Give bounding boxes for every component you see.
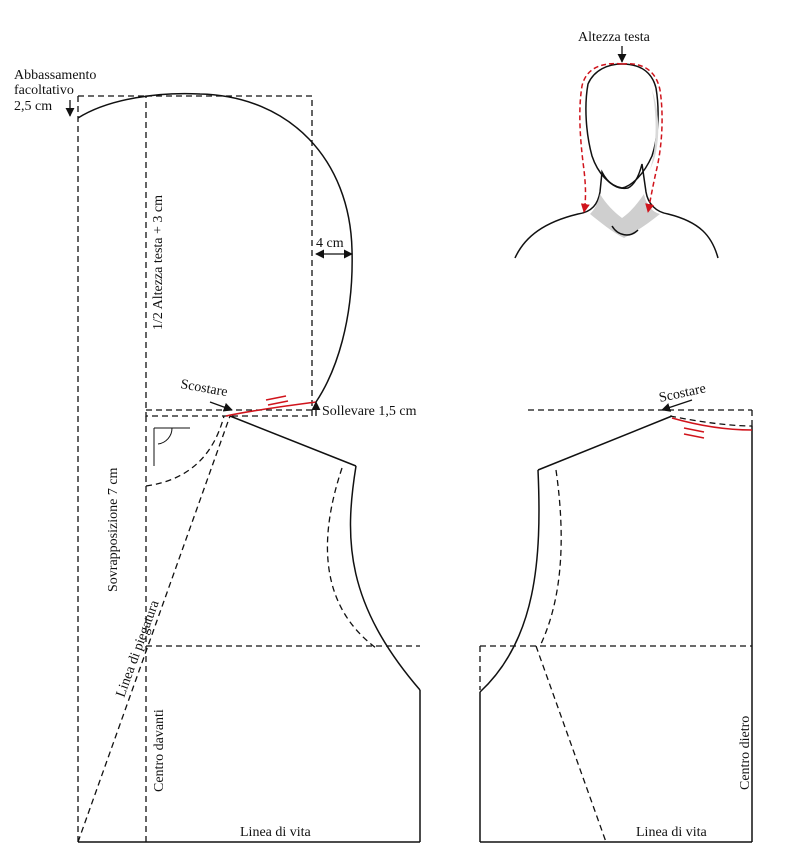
linea-piegatura-label: Linea di piegatura (114, 598, 163, 700)
meta-altezza-label: 1/2 Altezza testa + 3 cm (151, 195, 166, 330)
scostare-front-label: Scostare (179, 377, 228, 400)
back-shoulder-line (537, 415, 673, 471)
head-measure-right (621, 62, 663, 213)
front-armhole (349, 465, 421, 691)
head-back-shading (650, 90, 659, 170)
shoulders-outline (514, 163, 719, 259)
centro-dietro-label: Centro dietro (738, 716, 753, 790)
collar-fold (611, 225, 639, 236)
back-outline (479, 415, 753, 843)
altezza-testa-label: Altezza testa (578, 30, 651, 45)
right-angle-arc (157, 427, 173, 445)
front-red-tick-1 (265, 395, 287, 401)
hood-curve (77, 92, 353, 403)
sovrapposizione-label: Sovrapposizione 7 cm (106, 467, 121, 592)
back-guides (479, 409, 753, 843)
head-box (145, 95, 313, 417)
face-outline (585, 63, 659, 189)
front-red-line (225, 401, 317, 417)
head-illustration (514, 63, 719, 259)
neckline-dashed (145, 415, 225, 487)
front-shoulder-line (229, 415, 357, 467)
linea-vita-back-label: Linea di vita (636, 825, 708, 840)
back-armhole-dashed (539, 469, 562, 647)
abbassamento-label-1: Abbassamento (14, 68, 96, 83)
back-neck-dashed (669, 415, 753, 427)
armhole-dashed (326, 467, 377, 649)
front-guides (77, 95, 420, 843)
head-measure-left (579, 62, 623, 213)
back-diagonal-dashed (535, 645, 607, 843)
abbassamento-label-3: 2,5 cm (14, 99, 52, 114)
sollevare-label: Sollevare 1,5 cm (322, 404, 417, 419)
linea-vita-front-label: Linea di vita (240, 825, 312, 840)
neck-shading (590, 194, 660, 238)
back-red-tick-1 (683, 427, 705, 433)
back-red-line (671, 417, 753, 431)
abbassamento-label-2: facoltativo (14, 83, 74, 98)
quattro-cm-label: 4 cm (316, 236, 344, 251)
scostare-back-label: Scostare (658, 381, 708, 406)
fold-line (77, 415, 231, 843)
scostare-back-arrow (661, 399, 693, 412)
back-armhole (479, 469, 540, 693)
front-red-adjust (225, 395, 317, 417)
scostare-front-arrow (209, 401, 233, 412)
back-red-adjust (671, 417, 753, 439)
head-measure-dashes (579, 62, 663, 213)
front-outline (77, 92, 421, 843)
back-red-tick-2 (683, 433, 705, 439)
centro-davanti-label: Centro davanti (152, 709, 167, 792)
front-red-tick-2 (267, 400, 289, 406)
